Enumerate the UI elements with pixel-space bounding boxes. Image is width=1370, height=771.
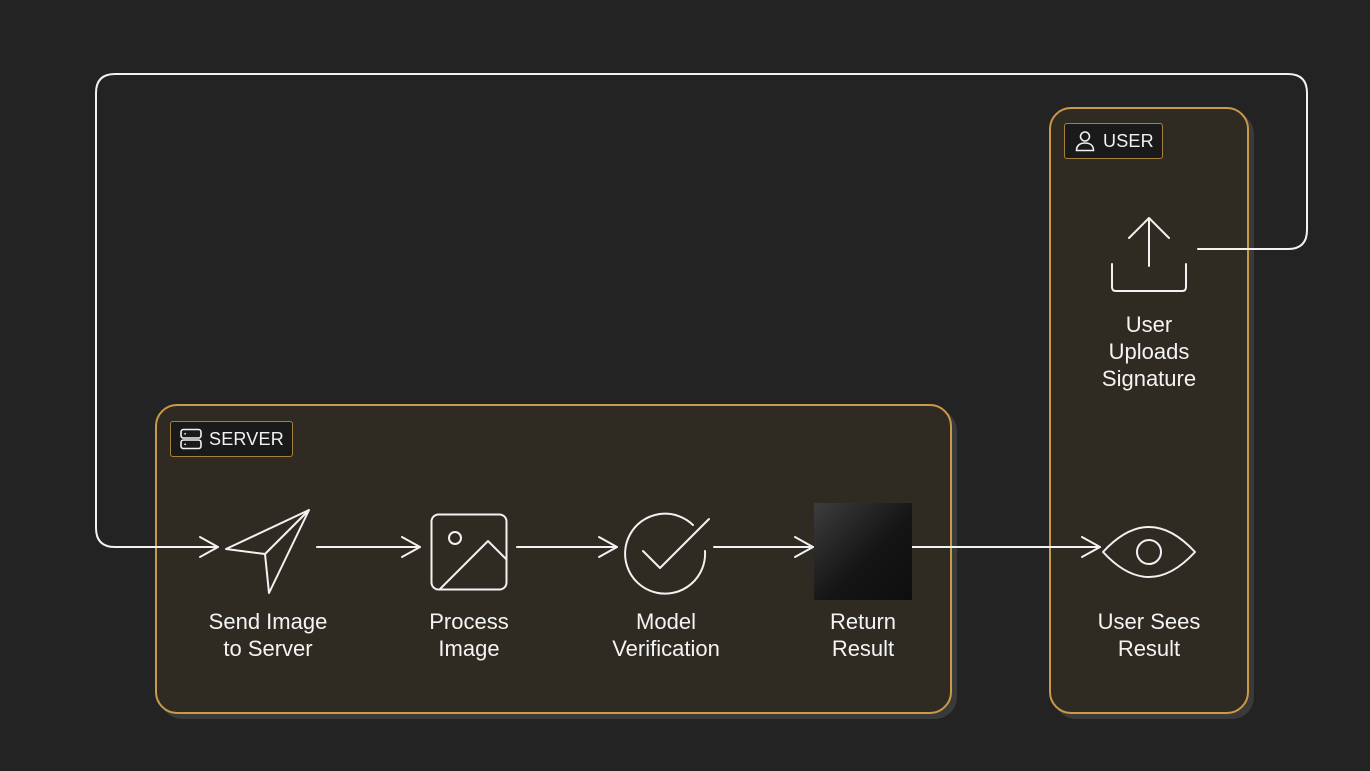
model-verification-label: Model Verification xyxy=(612,609,720,661)
return-result-square xyxy=(814,503,912,600)
user-group-label: USER xyxy=(1103,130,1154,151)
process-image-label: Process Image xyxy=(429,609,509,661)
connector-upload-to-send xyxy=(95,73,1308,548)
user-uploads-label: User Uploads Signature xyxy=(1101,312,1197,391)
return-result-label: Return Result xyxy=(829,609,897,661)
server-group-label: SERVER xyxy=(209,428,284,449)
arrowhead-process xyxy=(401,536,421,558)
send-icon xyxy=(225,509,310,594)
arrowhead-send xyxy=(199,536,219,558)
send-image-label: Send Image to Server xyxy=(208,609,328,661)
user-group xyxy=(1049,107,1249,714)
check-circle-icon xyxy=(624,512,710,595)
image-icon xyxy=(430,513,508,591)
arrowhead-model xyxy=(598,536,618,558)
user-sees-label: User Sees Result xyxy=(1097,609,1201,661)
upload-icon xyxy=(1111,217,1187,292)
eye-icon xyxy=(1102,526,1196,578)
user-group-tag: USER xyxy=(1064,123,1163,159)
arrowhead-user-sees xyxy=(1081,536,1101,558)
server-icon xyxy=(179,427,203,451)
server-group-tag: SERVER xyxy=(170,421,293,457)
arrowhead-return xyxy=(794,536,814,558)
user-icon xyxy=(1073,129,1097,153)
